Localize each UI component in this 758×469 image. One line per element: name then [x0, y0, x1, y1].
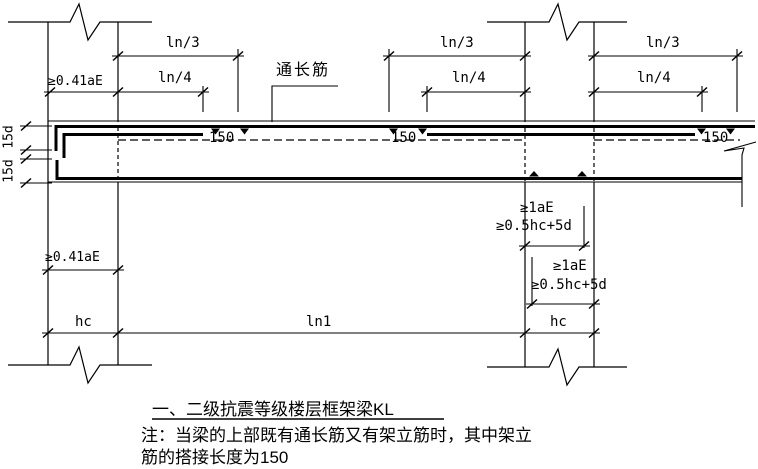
beam-outline — [48, 120, 757, 207]
dim-label-hook15d-top: 15d — [1, 125, 17, 149]
drawing-title: 一、二级抗震等级楼层框架梁KL — [152, 400, 394, 419]
dim-label-lae-2: ≥1aE — [553, 258, 587, 274]
through-bar-label: 通长筋 — [276, 62, 331, 79]
break-symbol-top-left — [8, 2, 152, 42]
bar-end-ticks — [211, 128, 735, 177]
dim-label-lap150-left: 150 — [209, 130, 235, 146]
break-symbol-bottom-left — [8, 345, 152, 385]
dim-label-hc-middle: hc — [550, 314, 567, 330]
second-row-bar-left — [62, 133, 203, 158]
dim-label-lap150-right: 150 — [703, 130, 729, 146]
dim-label-halfhc-2: ≥0.5hc+5d — [531, 277, 607, 293]
dim-label-ln4-left: ln/4 — [158, 70, 192, 86]
dimension-arrows — [20, 50, 743, 339]
dim-label-hook15d-bottom: 15d — [1, 159, 17, 183]
dim-label-lap150-middle: 150 — [391, 130, 417, 146]
dim-label-hc-left: hc — [75, 314, 92, 330]
dim-label-ln1: ln1 — [306, 314, 332, 330]
break-symbol-beam-right — [723, 141, 757, 207]
note-line-1: 注：当梁的上部既有通长筋又有架立筋时，其中架立 — [141, 426, 532, 445]
break-symbol-bottom-middle — [487, 347, 627, 387]
dim-label-halfhc-1: ≥0.5hc+5d — [496, 218, 572, 234]
rebar-lines — [54, 125, 755, 180]
bottom-bar — [55, 160, 742, 180]
through-bar-leader — [271, 85, 338, 122]
top-through-bar — [54, 125, 755, 151]
dim-label-ln4-middle: ln/4 — [452, 70, 486, 86]
dim-label-ln3-left: ln/3 — [166, 35, 200, 51]
dimension-lines — [20, 49, 743, 420]
note-line-2: 筋的搭接长度为150 — [141, 448, 289, 467]
left-column — [8, 2, 152, 385]
dim-label-anchorage-bottom-left: ≥0.41aE — [45, 250, 100, 265]
dim-label-ln3-right: ln/3 — [646, 35, 680, 51]
dim-label-anchorage-top-left: ≥0.41aE — [48, 74, 103, 89]
dim-label-ln3-middle: ln/3 — [440, 35, 474, 51]
break-symbol-top-middle — [487, 2, 627, 42]
dim-label-ln4-right: ln/4 — [637, 70, 671, 86]
middle-column — [487, 2, 627, 387]
dim-label-lae-1: ≥1aE — [520, 200, 554, 216]
